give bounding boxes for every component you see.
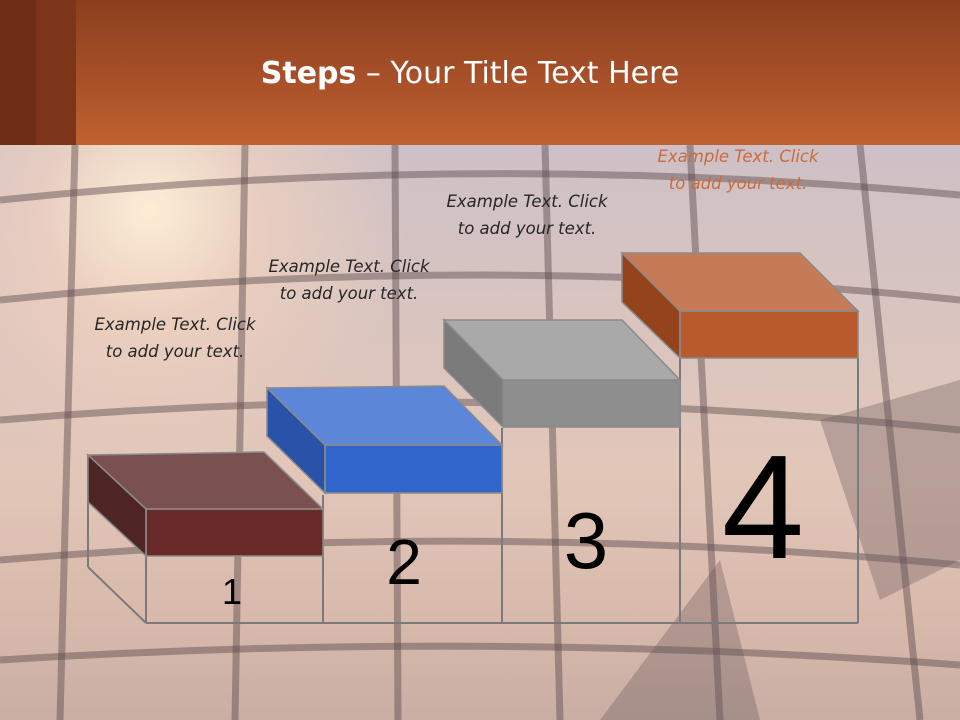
step-caption-2[interactable]: Example Text. Click to add your text. <box>268 257 430 303</box>
step-caption-1[interactable]: Example Text. Click to add your text. <box>94 315 256 361</box>
step-caption-4[interactable]: Example Text. Click to add your text. <box>657 147 819 193</box>
title-separator: – <box>356 56 391 91</box>
step-number-4: 4 <box>722 425 804 590</box>
step-number-3: 3 <box>564 496 609 585</box>
slide-title[interactable]: Steps – Your Title Text Here <box>0 56 940 91</box>
step-block-3[interactable] <box>442 318 682 429</box>
header-bar <box>0 0 960 145</box>
step-number-2: 2 <box>386 526 422 598</box>
step-block-2[interactable] <box>265 385 504 495</box>
step-number-1: 1 <box>222 571 242 612</box>
step-caption-3[interactable]: Example Text. Click to add your text. <box>446 192 608 238</box>
header-accent-strip <box>0 0 36 145</box>
stair-outline <box>87 566 147 624</box>
title-bold: Steps <box>260 56 357 91</box>
step-block-4[interactable] <box>620 251 860 360</box>
step-block-1[interactable] <box>86 451 325 558</box>
header-accent-strip <box>36 0 76 145</box>
title-text: Your Title Text Here <box>390 56 680 91</box>
